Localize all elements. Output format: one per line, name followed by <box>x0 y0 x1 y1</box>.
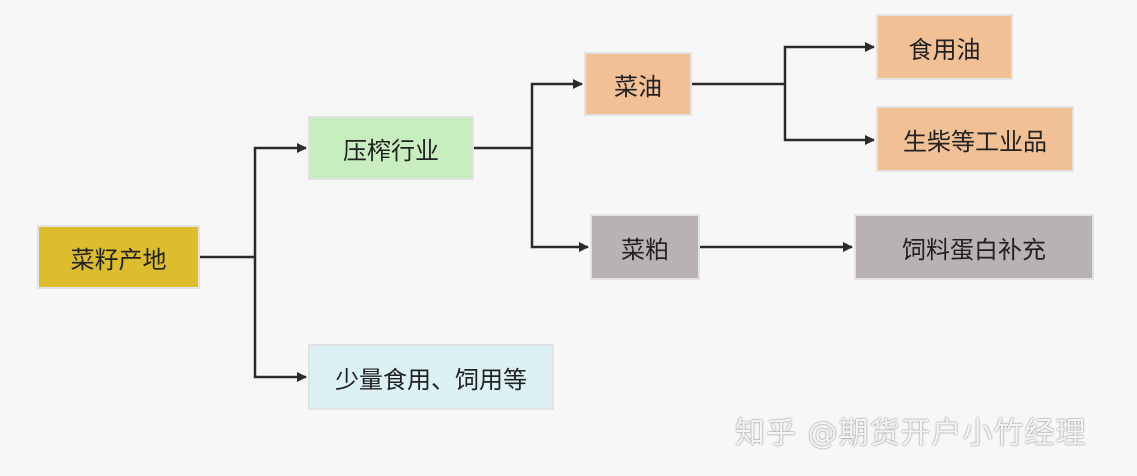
node-edible-oil: 食用油 <box>876 14 1013 80</box>
node-feed-protein-label: 饲料蛋白补充 <box>902 235 1046 264</box>
node-pressing-industry: 压榨行业 <box>308 116 474 180</box>
connector-pressing-to-oil <box>530 79 583 148</box>
node-direct-use-label: 少量食用、饲用等 <box>335 365 527 394</box>
node-edible-oil-label: 食用油 <box>908 35 981 64</box>
node-rapeseed-oil: 菜油 <box>584 52 692 116</box>
connector-oil-to-edible-oil <box>783 42 875 84</box>
node-rapeseed-origin-label: 菜籽产地 <box>70 245 167 274</box>
connector-oil-to-biodiesel <box>783 84 875 145</box>
node-rapeseed-meal: 菜粕 <box>590 214 700 280</box>
connector-origin-to-direct-use <box>253 257 307 382</box>
node-pressing-industry-label: 压榨行业 <box>343 136 439 165</box>
node-direct-use: 少量食用、饲用等 <box>308 344 554 410</box>
node-feed-protein: 饲料蛋白补充 <box>854 214 1094 280</box>
connector-origin-to-pressing <box>253 143 307 257</box>
node-rapeseed-oil-label: 菜油 <box>614 72 662 101</box>
node-biodiesel-industrial: 生柴等工业品 <box>876 106 1074 172</box>
node-biodiesel-industrial-label: 生柴等工业品 <box>903 127 1047 156</box>
zhihu-watermark: 知乎 @期货开户小竹经理 <box>735 416 1087 451</box>
node-rapeseed-origin: 菜籽产地 <box>37 225 200 289</box>
node-rapeseed-meal-label: 菜粕 <box>621 235 669 264</box>
connector-pressing-to-meal <box>530 148 589 252</box>
